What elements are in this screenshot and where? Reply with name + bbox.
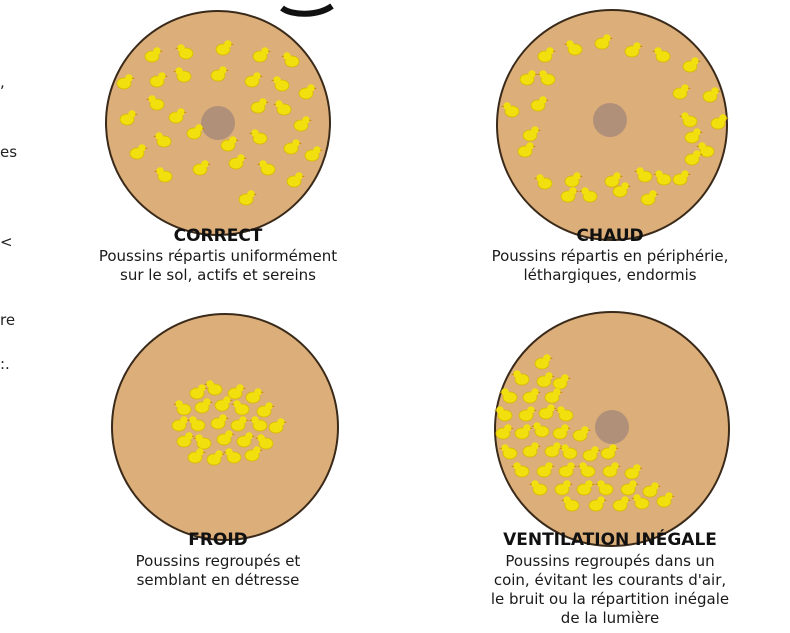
panel-description-chaud: Poussins répartis en périphérie, létharg… <box>410 247 790 285</box>
chaud-brooder-circle <box>497 10 729 240</box>
heat-source <box>595 410 629 444</box>
panel-description-froid: Poussins regroupés et semblant en détres… <box>18 552 418 590</box>
edge-text-fragment: < <box>0 233 13 251</box>
description-line: Poussins répartis en périphérie, <box>410 247 790 266</box>
edge-text-fragment: :. <box>0 355 10 373</box>
froid-brooder-circle <box>112 314 338 540</box>
cropped-heading-glyph <box>282 6 332 14</box>
description-line: Poussins regroupés et <box>18 552 418 571</box>
description-line: coin, évitant les courants d'air, <box>430 571 790 590</box>
description-line: de la lumière <box>430 609 790 628</box>
description-line: Poussins regroupés dans un <box>430 552 790 571</box>
description-line: Poussins répartis uniformément <box>18 247 418 266</box>
edge-text-fragment: re <box>0 311 15 329</box>
panel-description-ventilation-inegale: Poussins regroupés dans un coin, évitant… <box>430 552 790 628</box>
heat-source <box>201 106 235 140</box>
description-line: léthargiques, endormis <box>410 266 790 285</box>
panel-title-froid: FROID <box>118 530 318 550</box>
panel-title-ventilation-inegale: VENTILATION INÉGALE <box>460 530 760 550</box>
edge-text-fragment: , <box>0 73 5 91</box>
description-line: sur le sol, actifs et sereins <box>18 266 418 285</box>
panel-title-chaud: CHAUD <box>510 226 710 246</box>
panel-description-correct: Poussins répartis uniformément sur le so… <box>18 247 418 285</box>
description-line: le bruit ou la répartition inégale <box>430 590 790 609</box>
edge-text-fragment: es <box>0 143 17 161</box>
correct-brooder-circle <box>106 11 330 235</box>
brooder-floor <box>112 314 338 540</box>
description-line: semblant en détresse <box>18 571 418 590</box>
ventilation-inegale-brooder-circle <box>494 312 729 546</box>
panel-title-correct: CORRECT <box>118 226 318 246</box>
heat-source <box>593 103 627 137</box>
